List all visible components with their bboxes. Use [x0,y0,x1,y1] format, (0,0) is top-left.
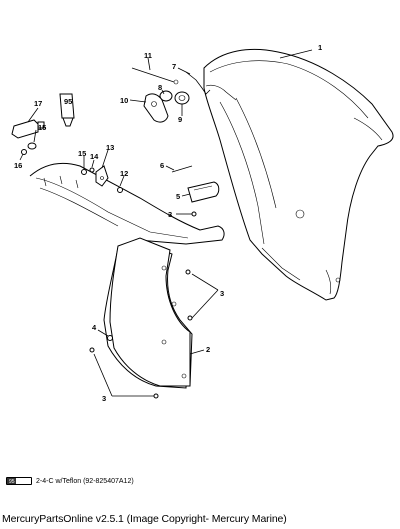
callout-1: 1 [318,43,322,52]
callout-15-left: 15 [38,123,46,132]
bushing-part-8 [159,90,173,102]
handle-part-5 [187,181,220,203]
callout-9: 9 [178,115,182,124]
lever-part-10 [143,93,169,123]
callout-4: 4 [92,323,97,332]
copyright-footer: MercuryPartsOnline v2.5.1 (Image Copyrig… [2,513,287,525]
screws-part-3-mid [185,269,193,321]
pin-part-6 [171,165,193,173]
legend-text: 2-4-C w/Teflon (92-825407A12) [36,477,134,485]
callout-3-bottom: 3 [102,394,106,403]
callout-14: 14 [90,152,99,161]
legend-code: 95 [9,479,15,485]
lubricant-legend: 95 2-4-C w/Teflon (92-825407A12) [6,477,134,485]
callout-15-right: 15 [78,149,86,158]
callout-3-mid: 3 [220,289,224,298]
callout-labels: 1 2 3 3 3 4 5 6 7 8 9 10 11 12 13 14 15 … [14,43,322,403]
grease-tube-95: 95 [59,93,75,127]
washer-part-16 [21,149,27,155]
callout-12: 12 [120,169,128,178]
screw-part-3-top [191,211,197,217]
latch-part-17 [11,119,45,139]
callout-17: 17 [34,99,42,108]
grommet-part-15a [27,142,37,150]
callout-2: 2 [206,345,210,354]
spring-part-7 [185,71,211,95]
screw-part-12 [117,187,123,193]
callout-3-top: 3 [168,210,172,219]
callout-13: 13 [106,143,114,152]
callout-16: 16 [14,161,22,170]
callout-7: 7 [172,62,176,71]
callout-6: 6 [160,161,164,170]
callout-11: 11 [144,51,152,60]
callout-8: 8 [158,83,162,92]
pin-part-11 [131,67,179,85]
bushing-part-9 [174,91,190,105]
callout-10: 10 [120,96,128,105]
grease-tube-icon: 95 [6,477,32,485]
callout-5: 5 [176,192,180,201]
washer-part-14 [89,167,95,173]
leader-lines [19,49,313,397]
lower-cowl-part-2 [29,162,225,389]
top-cowl-part-1 [203,48,394,301]
grommet-part-15b [81,169,87,175]
washer-part-4 [107,335,113,341]
svg-text:95: 95 [64,97,72,106]
